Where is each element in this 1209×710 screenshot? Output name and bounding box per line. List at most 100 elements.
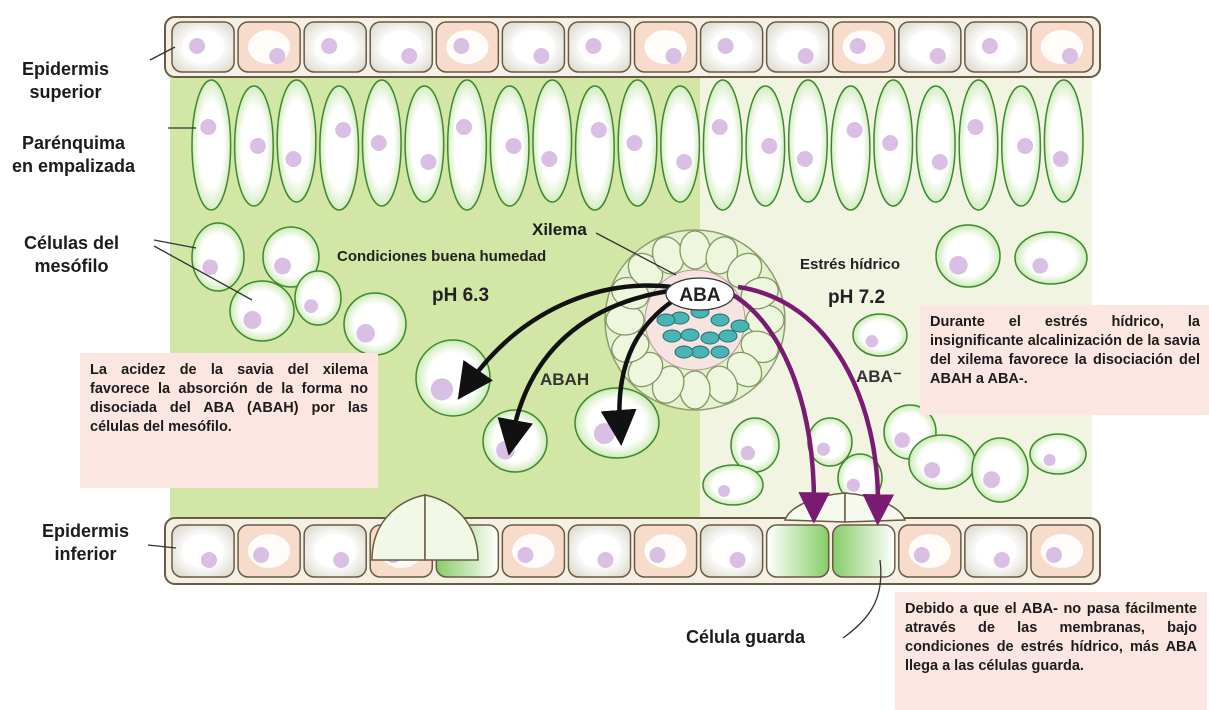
xylem-aba-badge: ABA [666,278,734,310]
nucleus [1017,138,1033,154]
xylem-vessel [711,314,729,326]
mesophyll-cell [972,438,1028,502]
palisade-cell [405,86,444,202]
nucleus [597,552,613,568]
palisade-cell [277,80,316,202]
nucleus [866,335,879,348]
palisade-cell [661,86,700,202]
xylem-vessel [731,320,749,332]
aba-minus-label: ABA⁻ [856,367,902,387]
nucleus [1032,258,1048,274]
nucleus [585,38,601,54]
mesophyll-cell [1015,232,1087,284]
mesophyll-cell [575,388,659,458]
nucleus [1062,48,1078,64]
nucleus [243,311,261,329]
label-celula-guarda: Célula guarda [686,626,805,649]
lower-epidermis-cell [767,525,829,577]
mesophyll-cell [909,435,975,489]
nucleus [847,122,863,138]
nucleus [761,138,777,154]
note-left-acidity: La acidez de la savia del xilema favorec… [80,353,378,488]
nucleus [882,135,898,151]
nucleus [304,299,318,313]
palisade-cell [959,80,998,210]
nucleus [982,38,998,54]
palisade-cell [1044,80,1083,202]
label-celulas-mesofilo: Células del mesófilo [24,232,119,278]
nucleus [333,552,349,568]
nucleus [798,48,814,64]
xylem-vessel [681,329,699,341]
water-stress-ph: pH 7.2 [828,287,885,309]
nucleus [894,432,910,448]
nucleus [420,154,436,170]
bundle-sheath-cell [680,231,710,269]
mesophyll-cell [731,418,779,472]
mesophyll-cell [936,225,1000,287]
nucleus [797,151,813,167]
nucleus [930,48,946,64]
nucleus [431,378,453,400]
nucleus [200,119,216,135]
mesophyll-cell [230,281,294,341]
upper-epidermis [165,17,1100,77]
nucleus [1053,151,1069,167]
mesophyll-cell [416,340,490,416]
nucleus [356,324,375,343]
nucleus [932,154,948,170]
bundle-sheath-cell [680,371,710,409]
mesophyll-cell [808,418,852,466]
nucleus [321,38,337,54]
abah-label: ABAH [540,370,589,390]
nucleus [914,547,930,563]
nucleus [924,462,940,478]
nucleus [274,258,291,275]
mesophyll-cell [344,293,406,355]
palisade-cell [448,80,487,210]
label-epidermis-superior: Epidermis superior [22,58,109,104]
mesophyll-cell [1030,434,1086,474]
label-xilema: Xilema [532,218,587,241]
nucleus [594,423,615,444]
nucleus [850,38,866,54]
nucleus [949,256,968,275]
palisade-cell [789,80,828,202]
nucleus [202,259,218,275]
palisade-cell [320,86,359,210]
nucleus [201,552,217,568]
nucleus [741,446,755,460]
nucleus [817,443,830,456]
palisade-cell [831,86,870,210]
xylem-vessel [657,314,675,326]
nucleus [456,119,472,135]
nucleus [371,135,387,151]
nucleus [994,552,1010,568]
xylem-vessel [675,346,693,358]
mesophyll-cell [295,271,341,325]
palisade-cell [703,80,742,210]
palisade-cell [917,86,956,202]
nucleus [453,38,469,54]
nucleus [718,485,730,497]
nucleus [189,38,205,54]
nucleus [591,122,607,138]
nucleus [517,547,533,563]
xylem-vessel [701,332,719,344]
nucleus [506,138,522,154]
palisade-cell [533,80,572,202]
nucleus [967,119,983,135]
nucleus [253,547,269,563]
nucleus [401,48,417,64]
nucleus [335,122,351,138]
nucleus [666,48,682,64]
palisade-cell [192,80,231,210]
nucleus [650,547,666,563]
water-stress-title: Estrés hídrico [800,256,900,273]
label-parenquima-empalizada: Parénquima en empalizada [12,132,135,178]
nucleus [718,38,734,54]
note-right-stress: Durante el estrés hídrico, la insignific… [920,305,1209,415]
lower-epidermis [165,518,1100,584]
nucleus [1044,454,1056,466]
nucleus [676,154,692,170]
